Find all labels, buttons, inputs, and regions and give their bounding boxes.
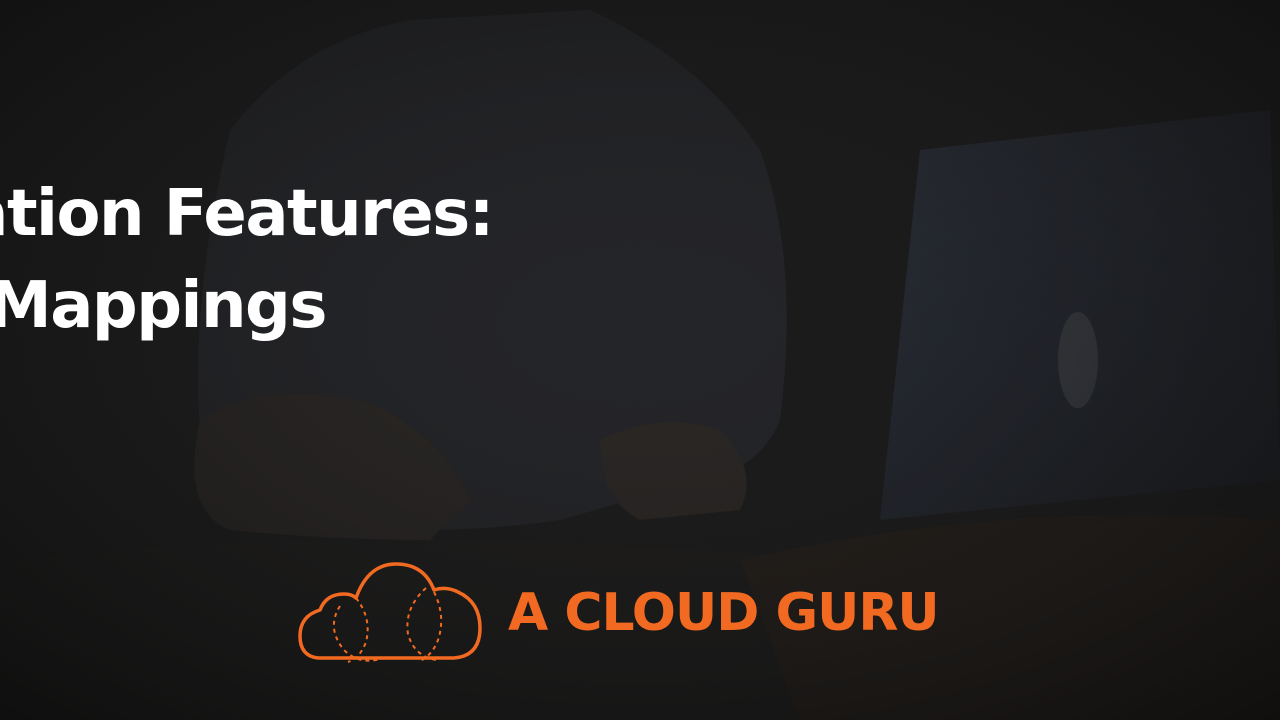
brand-wordmark: A CLOUD GURU: [508, 583, 940, 643]
slide-title-line-1: rmation Features:: [0, 177, 494, 251]
slide-title-line-2: Mappings: [0, 269, 327, 343]
slide-title: rmation Features: Mappings: [0, 168, 770, 352]
cloud-icon: [298, 562, 482, 663]
